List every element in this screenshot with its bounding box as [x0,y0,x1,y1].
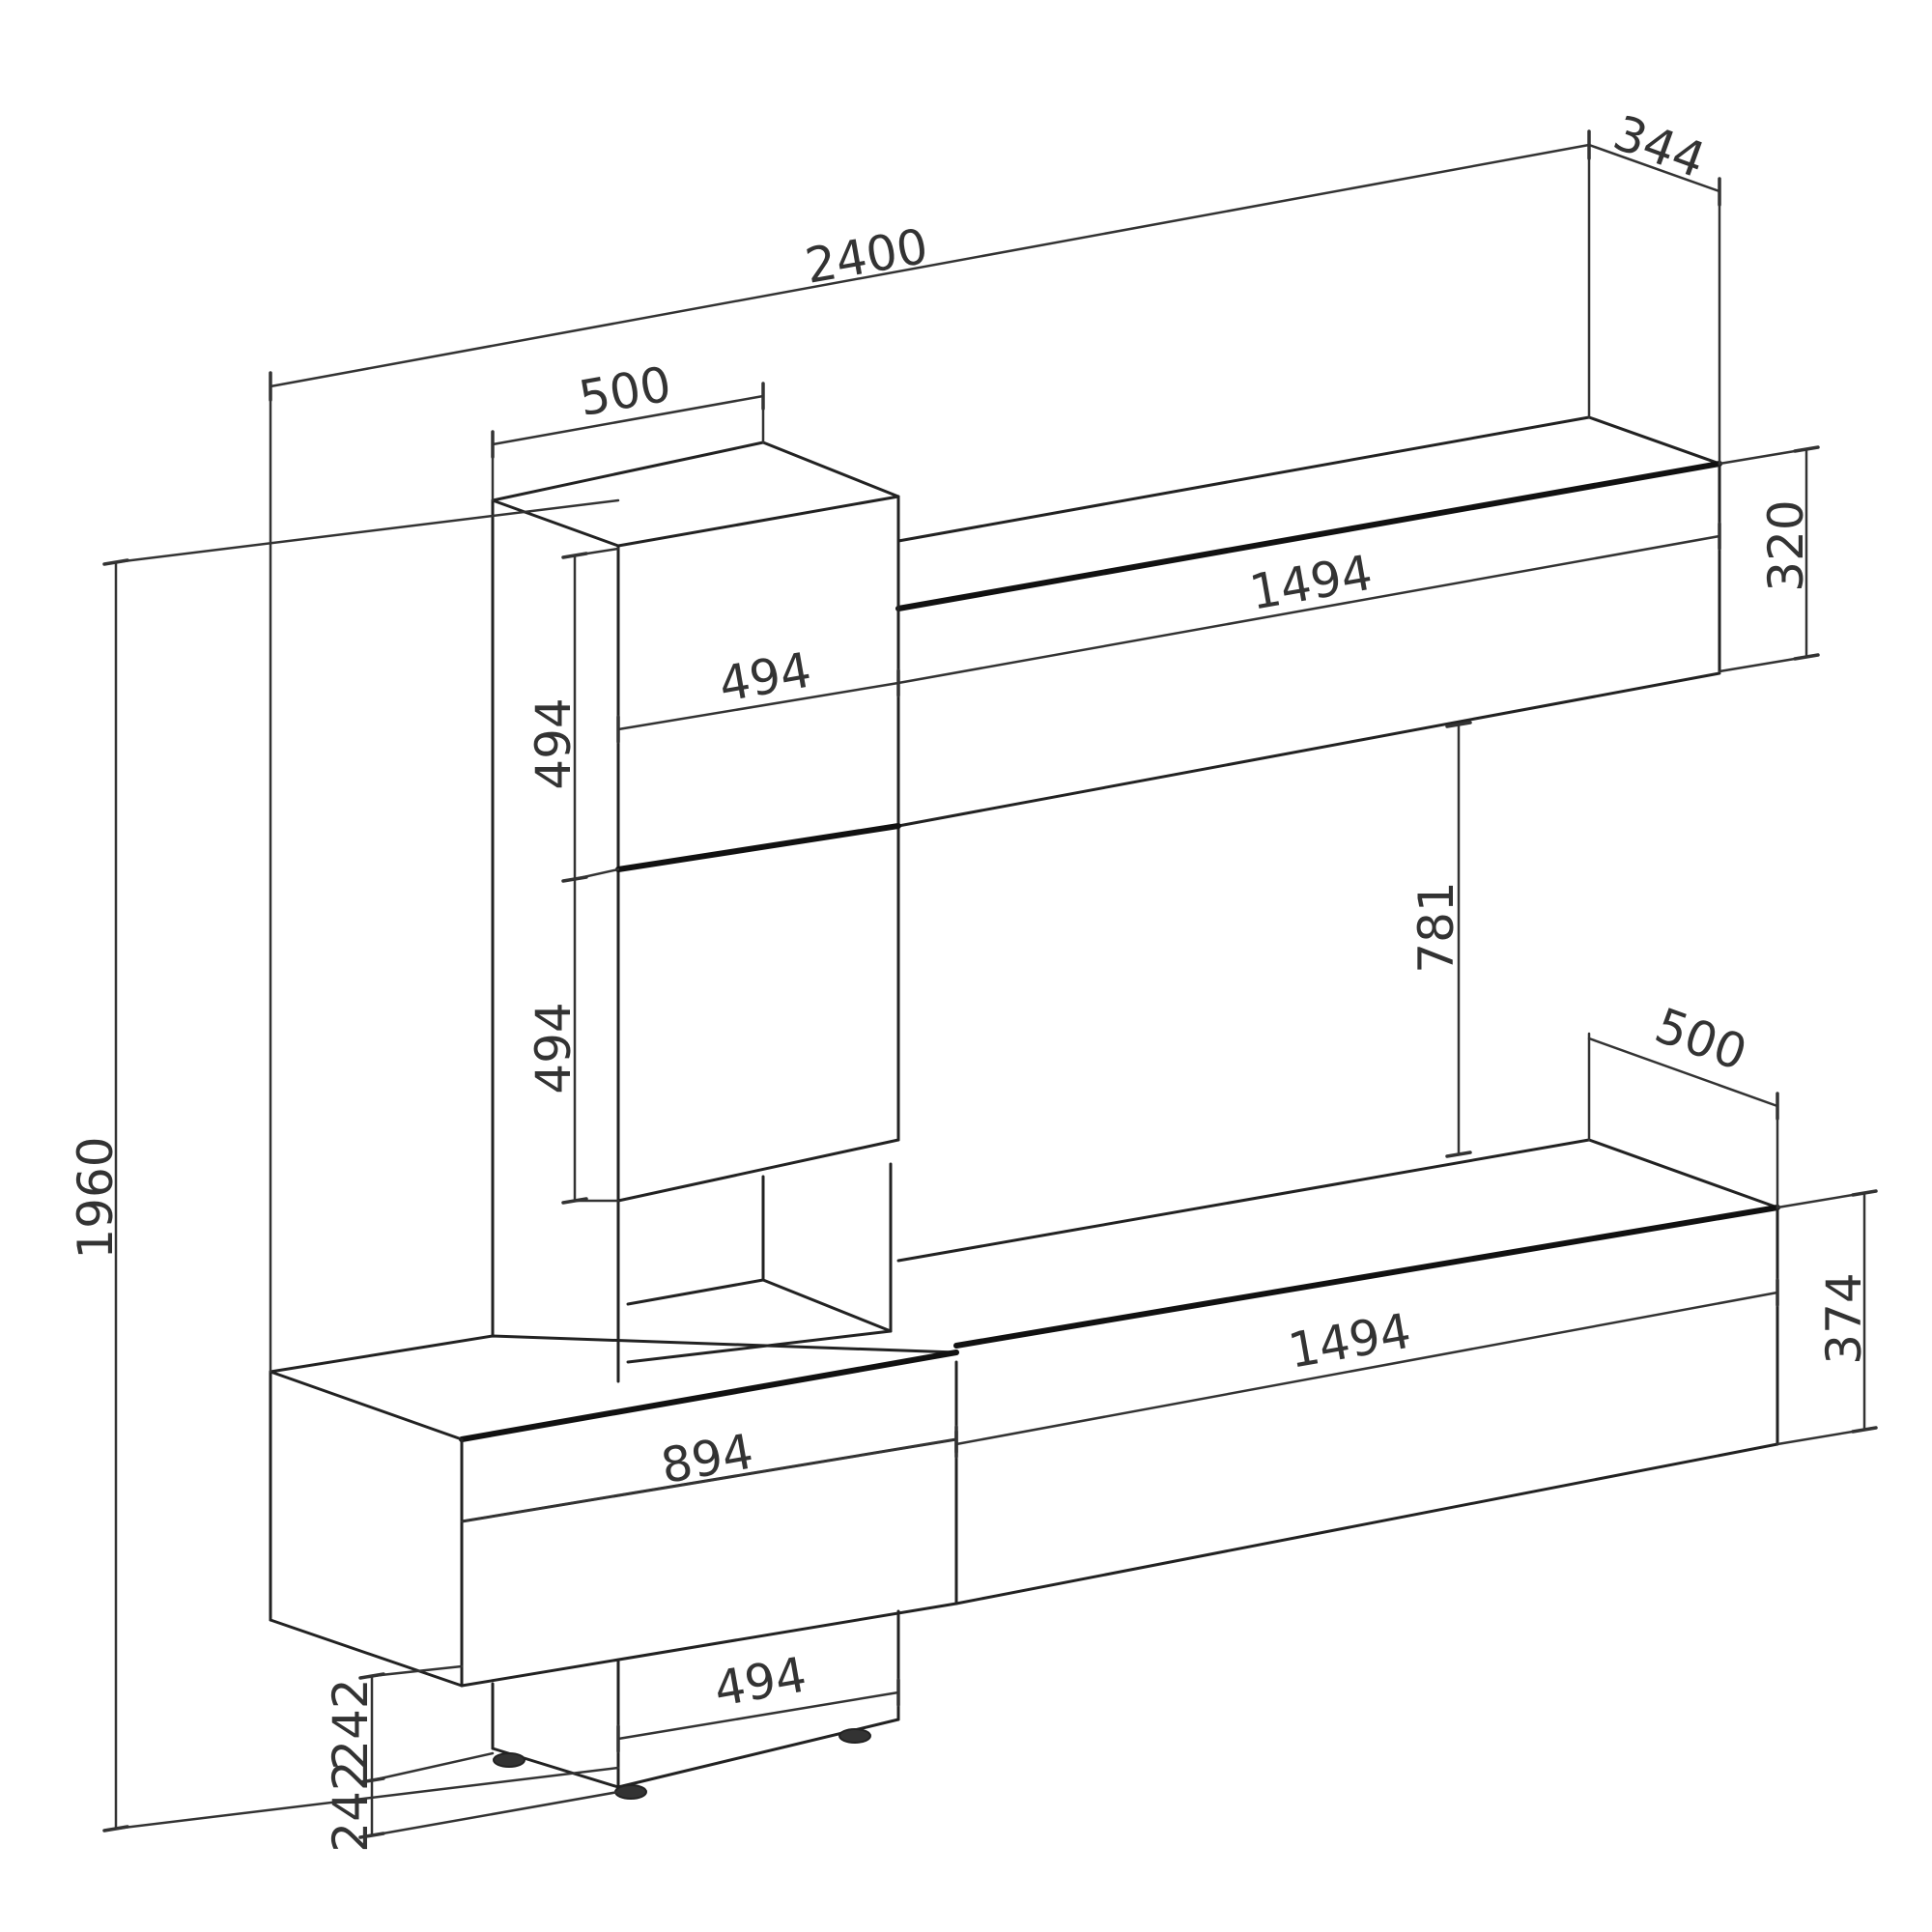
dim-label-tall-cabinet-width: 500 [575,355,675,427]
dim-label-plinth-width: 494 [710,1646,810,1718]
dim-label-wall-unit-height: 320 [1758,499,1814,591]
plinth [491,1609,900,1800]
plinth-foot-right [838,1728,871,1744]
dim-label-wall-unit-width: 1494 [1245,545,1376,621]
dim-label-tv-unit-width: 1494 [1284,1303,1414,1379]
dim-label-tv-unit-depth: 500 [1648,997,1754,1081]
top-wall-shelf [895,415,1722,828]
dim-label-gap-height: 781 [1408,881,1464,973]
dim-label-plinth-height-lower: 242 [323,1760,379,1852]
dim-label-tall-door-upper-height: 494 [526,697,582,789]
dim-label-overall-width: 2400 [801,218,931,295]
tall-cabinet [491,440,901,1383]
dim-label-left-base-width: 894 [657,1423,757,1494]
dim-label-top-shelf-depth: 344 [1606,104,1713,188]
dim-label-tall-door-width: 494 [715,641,815,713]
dim-label-overall-height: 1960 [68,1136,124,1259]
left-base-cabinet [269,1334,959,1688]
dim-label-plinth-height-upper: 242 [323,1678,379,1770]
dim-label-tv-unit-height: 374 [1816,1272,1872,1364]
dim-label-tall-door-lower-height: 494 [526,1002,582,1094]
plinth-foot-left [493,1752,526,1768]
dimension-labels: 2400 344 500 320 1494 494 494 494 781 50… [68,104,1872,1852]
tv-stand [896,1138,1780,1605]
plinth-foot-front [614,1784,647,1800]
dimension-lines [102,129,1878,1839]
